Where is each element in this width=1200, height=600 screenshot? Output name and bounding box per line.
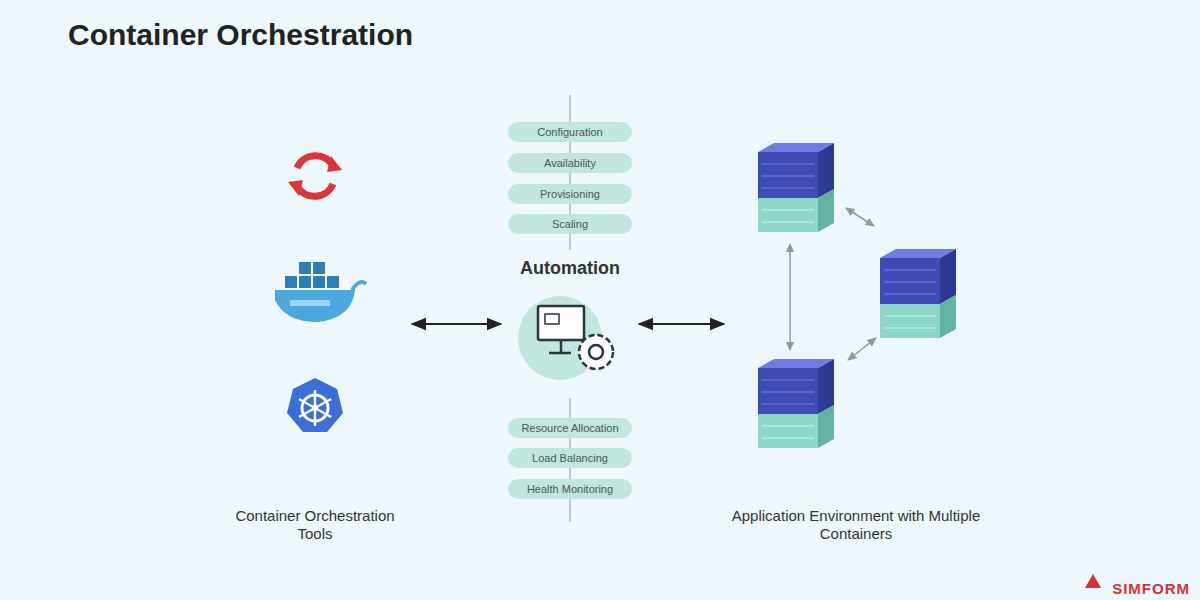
step-pill: Load Balancing [508, 448, 632, 468]
step-pill: Resource Allocation [508, 418, 632, 438]
node-text: Load Balancing [532, 452, 608, 464]
container-link [790, 208, 876, 360]
step-pill: Configuration [508, 122, 632, 142]
group-region: Container Orchestration Tools [222, 120, 408, 550]
step-pill: Scaling [508, 214, 632, 234]
node-text: Resource Allocation [521, 422, 618, 434]
node-text: Container Orchestration Tools [222, 507, 408, 551]
connector-arrow [639, 323, 724, 325]
kubernetes-icon [287, 378, 343, 432]
node-text: Availability [544, 157, 596, 169]
group-region: Application Environment with Multiple Co… [728, 120, 984, 550]
step-pill: Health Monitoring [508, 479, 632, 499]
step-pill: Provisioning [508, 184, 632, 204]
node-text: Application Environment with Multiple Co… [728, 507, 984, 551]
container-stack [758, 359, 834, 448]
docker-icon [275, 262, 366, 322]
container-stack [880, 249, 956, 338]
container-stack [758, 143, 834, 232]
node-text: Automation [520, 258, 620, 279]
node-text: Scaling [552, 218, 588, 230]
node-text: Health Monitoring [527, 483, 613, 495]
logo-mark [1085, 574, 1101, 588]
openshift-icon [288, 156, 342, 197]
node-text: Provisioning [540, 188, 600, 200]
automation-hub: Automation [505, 258, 635, 390]
brand-label: SIMFORM [1112, 580, 1190, 597]
automation-icon [518, 296, 613, 380]
connector-arrow [412, 323, 501, 325]
diagram-title: Container Orchestration [68, 18, 413, 52]
node-text: Configuration [537, 126, 602, 138]
step-pill: Availability [508, 153, 632, 173]
